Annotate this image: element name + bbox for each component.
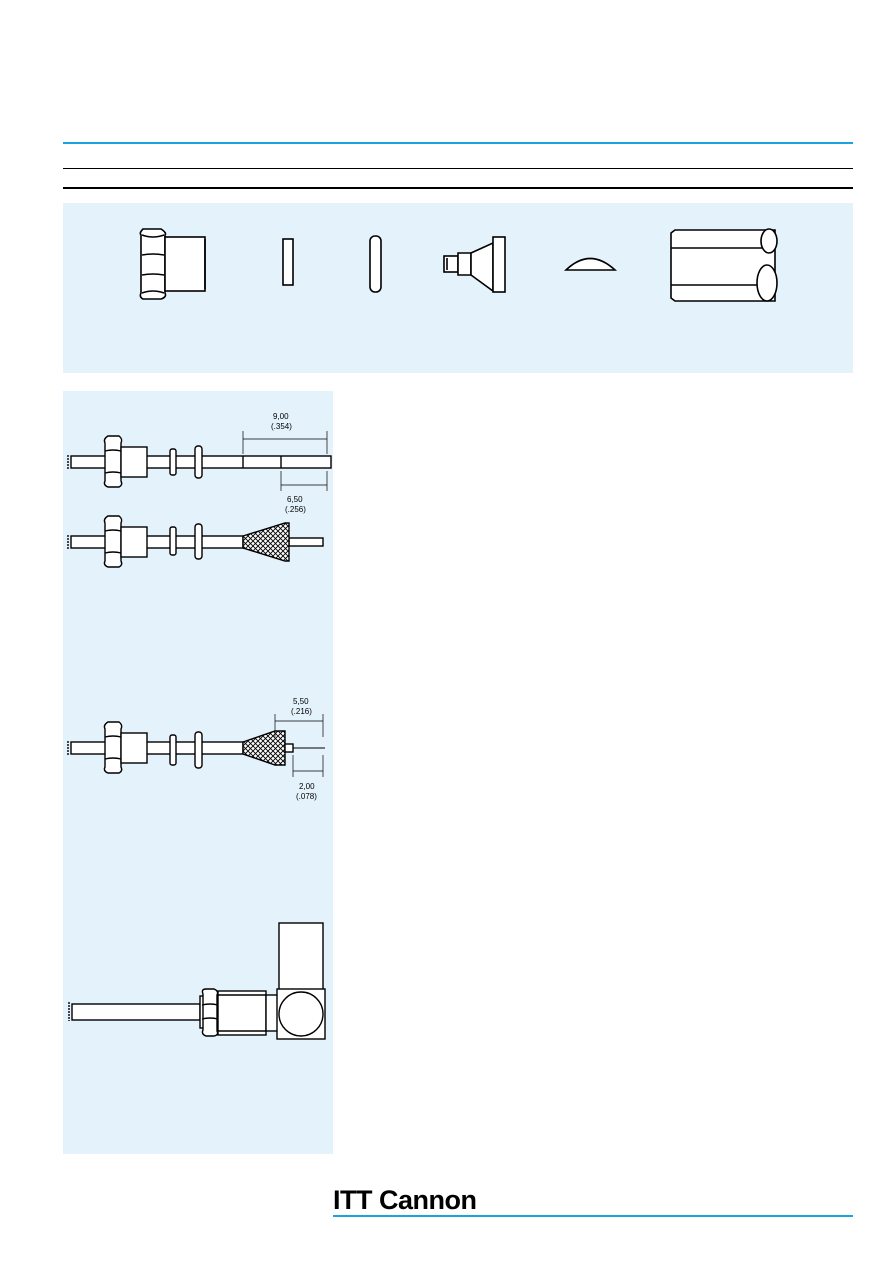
dim-6-5mm: 6,50	[287, 495, 303, 504]
header-rule-blue	[63, 142, 853, 144]
washer-icon	[282, 238, 294, 286]
step-1-drawing	[67, 435, 332, 488]
dim-256in: (.256)	[285, 505, 306, 514]
dim-2mm: 2,00	[299, 782, 315, 791]
ferrule-clamp-icon	[443, 236, 506, 293]
dim-9mm: 9,00	[273, 412, 289, 421]
parts-panel	[63, 203, 853, 373]
step-4-drawing	[68, 922, 326, 1040]
header-rule-thick	[63, 187, 853, 189]
header-rule-thin	[63, 168, 853, 169]
assembly-illustrations: 9,00 (.354) 6,50 (.256)	[67, 412, 332, 1040]
right-angle-body-icon	[670, 228, 778, 302]
footer-rule-blue	[333, 1215, 853, 1217]
dim-354in: (.354)	[271, 422, 292, 431]
dim-078in: (.078)	[296, 792, 317, 801]
step-3-dimensions	[274, 714, 324, 777]
itt-cannon-logo: ITT Cannon	[333, 1185, 477, 1215]
dim-5-5mm: 5,50	[293, 697, 309, 706]
step-3-drawing	[67, 721, 325, 774]
step-2-drawing	[67, 515, 324, 568]
step-1-dimensions	[242, 431, 328, 491]
parts-illustrations	[139, 228, 778, 302]
contact-disc-icon	[564, 257, 618, 271]
dim-216in: (.216)	[291, 707, 312, 716]
assembly-steps-panel: 9,00 (.354) 6,50 (.256)	[63, 391, 333, 1154]
hex-nut-icon	[139, 228, 206, 300]
gasket-icon	[369, 235, 382, 293]
